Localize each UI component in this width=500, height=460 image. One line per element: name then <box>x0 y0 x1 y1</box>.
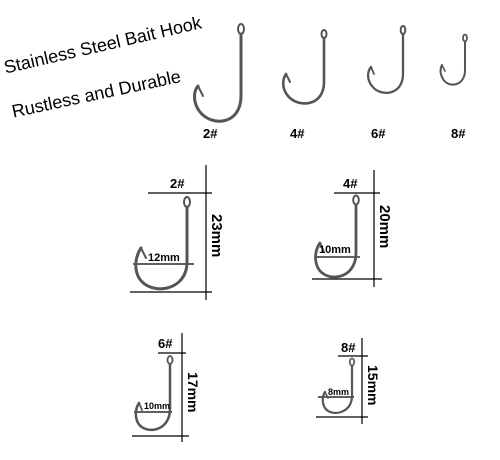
top-hook-8 <box>439 33 468 86</box>
hook-4-size-label: 4# <box>343 176 358 191</box>
measured-hook-2 <box>130 165 212 300</box>
hook-6-size-label: 6# <box>158 336 173 351</box>
hook-8-gap-label: 8mm <box>328 387 350 397</box>
measured-hook-6 <box>132 333 189 442</box>
hook-6-length-label: 17mm <box>185 372 201 413</box>
top-size-label-6: 6# <box>371 126 386 141</box>
hook-6-gap-label: 10mm <box>144 401 171 411</box>
top-size-label-2: 2# <box>203 126 218 141</box>
top-size-label-4: 4# <box>290 126 305 141</box>
top-hook-2 <box>193 23 245 123</box>
hook-2-gap-label: 12mm <box>148 252 180 264</box>
measured-hook-4 <box>312 170 382 287</box>
hook-2-length-label: 23mm <box>208 214 225 258</box>
hook-4-gap-label: 10mm <box>319 244 351 256</box>
top-hook-6 <box>366 25 407 94</box>
hook-4-length-label: 20mm <box>376 205 393 249</box>
top-hook-4 <box>281 29 328 105</box>
hook-8-length-label: 15mm <box>365 365 381 406</box>
measured-hook-8 <box>316 338 368 424</box>
hook-8-size-label: 8# <box>341 340 356 355</box>
top-size-label-8: 8# <box>451 126 466 141</box>
hook-2-size-label: 2# <box>170 176 185 191</box>
